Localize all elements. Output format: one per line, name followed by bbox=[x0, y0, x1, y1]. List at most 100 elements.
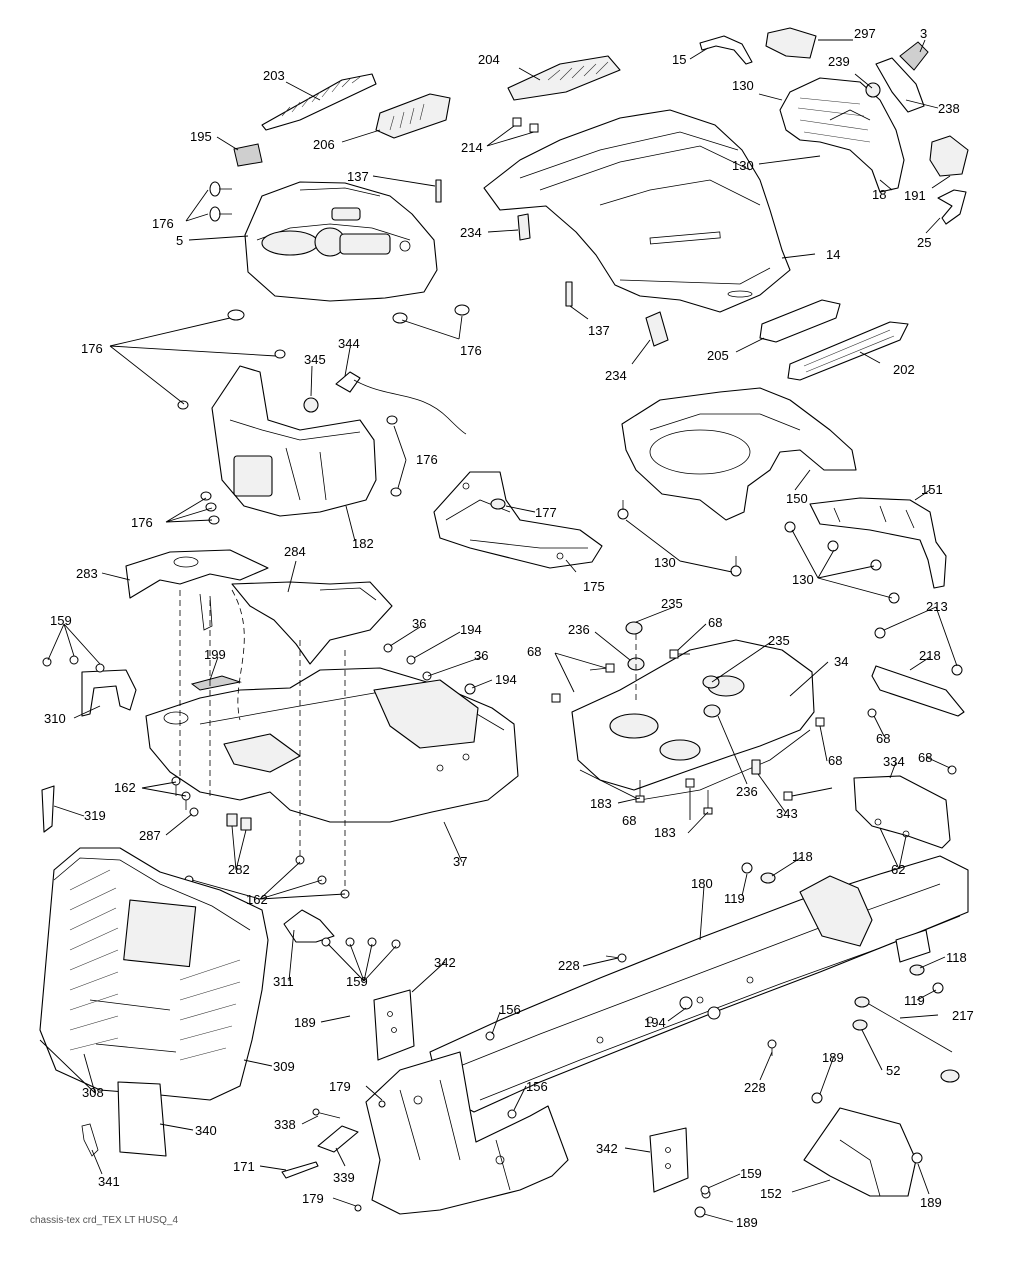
part-204 bbox=[507, 55, 621, 101]
fender-284 bbox=[231, 581, 393, 665]
label-297: 297 bbox=[854, 26, 876, 41]
label-156: 156 bbox=[499, 1002, 521, 1017]
bracket-152 bbox=[803, 1107, 917, 1197]
label-130: 130 bbox=[792, 572, 814, 587]
label-309: 309 bbox=[273, 1059, 295, 1074]
part-202 bbox=[787, 321, 909, 381]
label-189: 189 bbox=[822, 1050, 844, 1065]
fender-283 bbox=[125, 549, 269, 631]
label-183: 183 bbox=[654, 825, 676, 840]
label-159: 159 bbox=[346, 974, 368, 989]
label-206: 206 bbox=[313, 137, 335, 152]
label-311: 311 bbox=[273, 974, 294, 989]
label-152: 152 bbox=[760, 1186, 782, 1201]
label-218: 218 bbox=[919, 648, 941, 663]
label-118: 118 bbox=[792, 849, 813, 864]
label-236: 236 bbox=[736, 784, 758, 799]
label-204: 204 bbox=[478, 52, 500, 67]
label-68: 68 bbox=[918, 750, 932, 765]
part-214 bbox=[512, 117, 539, 133]
label-68: 68 bbox=[828, 753, 842, 768]
label-183: 183 bbox=[590, 796, 612, 811]
label-340: 340 bbox=[195, 1123, 217, 1138]
label-18: 18 bbox=[872, 187, 886, 202]
label-171: 171 bbox=[233, 1159, 255, 1174]
label-236: 236 bbox=[568, 622, 590, 637]
part-345 bbox=[303, 397, 319, 413]
label-214: 214 bbox=[461, 140, 483, 155]
label-176: 176 bbox=[460, 343, 482, 358]
part-195 bbox=[233, 143, 263, 167]
label-37: 37 bbox=[453, 854, 467, 869]
part-177 bbox=[490, 498, 506, 510]
plate-34 bbox=[571, 639, 815, 801]
part-137a bbox=[435, 179, 442, 203]
label-159: 159 bbox=[50, 613, 72, 628]
label-130: 130 bbox=[732, 78, 754, 93]
label-119: 119 bbox=[904, 993, 925, 1008]
label-182: 182 bbox=[352, 536, 374, 551]
label-338: 338 bbox=[274, 1117, 296, 1132]
label-194: 194 bbox=[495, 672, 517, 687]
part-297 bbox=[765, 27, 817, 59]
bracket-310 bbox=[81, 669, 137, 717]
label-137: 137 bbox=[347, 169, 369, 184]
label-25: 25 bbox=[917, 235, 931, 250]
label-339: 339 bbox=[333, 1170, 355, 1185]
label-5: 5 bbox=[176, 233, 183, 248]
label-130: 130 bbox=[732, 158, 754, 173]
label-234: 234 bbox=[605, 368, 627, 383]
label-345: 345 bbox=[304, 352, 326, 367]
part-234a bbox=[517, 213, 531, 241]
part-15 bbox=[699, 35, 753, 65]
hood-14 bbox=[483, 109, 791, 313]
label-176: 176 bbox=[152, 216, 174, 231]
bushings-235-236 bbox=[625, 621, 721, 718]
bolts-176 bbox=[177, 181, 470, 410]
label-159: 159 bbox=[740, 1166, 762, 1181]
label-342: 342 bbox=[596, 1141, 618, 1156]
dash-panel-5 bbox=[244, 181, 438, 302]
label-118: 118 bbox=[946, 950, 967, 965]
label-228: 228 bbox=[744, 1080, 766, 1095]
bolts-36-194 bbox=[383, 643, 476, 695]
label-68: 68 bbox=[622, 813, 636, 828]
label-68: 68 bbox=[527, 644, 541, 659]
label-52: 52 bbox=[886, 1063, 900, 1078]
bracket-342a bbox=[373, 989, 415, 1061]
label-189: 189 bbox=[736, 1215, 758, 1230]
label-344: 344 bbox=[338, 336, 360, 351]
label-68: 68 bbox=[876, 731, 890, 746]
axle-217 bbox=[852, 996, 960, 1083]
bracket-342b bbox=[649, 1127, 689, 1193]
bolts-189 bbox=[694, 1092, 923, 1218]
label-287: 287 bbox=[139, 828, 161, 843]
console-238 bbox=[779, 77, 905, 193]
front-frame bbox=[365, 1051, 569, 1215]
bracket-218 bbox=[867, 627, 965, 775]
bracket-334 bbox=[853, 775, 951, 849]
label-15: 15 bbox=[672, 52, 686, 67]
label-334: 334 bbox=[883, 754, 905, 769]
label-137: 137 bbox=[588, 323, 610, 338]
label-319: 319 bbox=[84, 808, 106, 823]
footrest-37 bbox=[145, 667, 519, 823]
label-119: 119 bbox=[724, 891, 745, 906]
label-62: 62 bbox=[891, 862, 905, 877]
part-205 bbox=[759, 299, 841, 343]
label-176: 176 bbox=[131, 515, 153, 530]
label-162: 162 bbox=[114, 780, 136, 795]
frame-180 bbox=[429, 855, 969, 1113]
dashed-guides bbox=[179, 589, 346, 890]
label-194: 194 bbox=[460, 622, 482, 637]
label-179: 179 bbox=[302, 1191, 324, 1206]
part-319 bbox=[41, 785, 55, 833]
label-284: 284 bbox=[284, 544, 306, 559]
part-203 bbox=[261, 73, 377, 131]
label-36: 36 bbox=[412, 616, 426, 631]
label-228: 228 bbox=[558, 958, 580, 973]
parts-338-339-171 bbox=[281, 1100, 386, 1212]
label-189: 189 bbox=[294, 1015, 316, 1030]
label-238: 238 bbox=[938, 101, 960, 116]
